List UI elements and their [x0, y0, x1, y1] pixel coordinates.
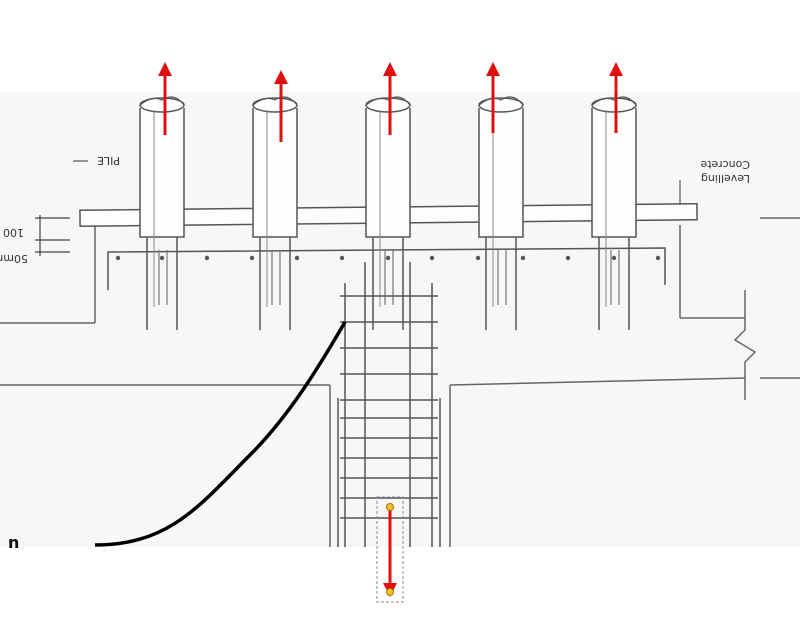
- rebar-dot: [159, 255, 165, 261]
- slab-outline: [0, 217, 800, 547]
- pile-label: PILE: [73, 154, 120, 167]
- rebar-dot: [655, 255, 661, 261]
- selection-box: [376, 496, 404, 603]
- levelling-concrete-label: Levelling Concrete: [700, 158, 750, 185]
- uplift-arrow: [383, 62, 397, 135]
- svg-text:PILE: PILE: [97, 154, 120, 167]
- rebar-dot: [294, 255, 300, 261]
- arrow-head: [383, 62, 397, 76]
- stress-curve: [94, 321, 347, 547]
- pile: [591, 96, 637, 330]
- rebar-dots: [115, 255, 661, 261]
- column-cage: [337, 262, 441, 547]
- rebar-dot: [204, 255, 210, 261]
- handle-bottom[interactable]: [386, 588, 394, 596]
- rebar-dot: [115, 255, 121, 261]
- cap-reinforcement: [107, 247, 666, 290]
- uplift-arrow: [274, 70, 288, 142]
- rebar-dot: [611, 255, 617, 261]
- uplift-arrow: [486, 62, 500, 133]
- pile: [478, 96, 524, 330]
- rebar-dot: [520, 255, 526, 261]
- rebar-dot: [339, 255, 345, 261]
- downward-load-arrow[interactable]: [376, 496, 404, 603]
- svg-text:100: 100: [3, 226, 24, 239]
- arrow-head: [158, 62, 172, 76]
- dim-text-top: 100: [3, 226, 24, 239]
- arrow-head: [609, 62, 623, 76]
- handle-top[interactable]: [386, 503, 394, 511]
- svg-text:Concrete: Concrete: [700, 158, 750, 171]
- arrow-head: [274, 70, 288, 84]
- dimension-marks: [35, 215, 70, 256]
- uplift-arrow: [158, 62, 172, 135]
- edge-letter: n: [8, 533, 19, 552]
- uplift-arrow: [609, 62, 623, 133]
- svg-text:50mm: 50mm: [0, 252, 28, 265]
- rebar-dot: [249, 255, 255, 261]
- pile: [139, 96, 185, 330]
- rebar-dot: [429, 255, 435, 261]
- pile: [252, 96, 298, 330]
- rebar-dot: [385, 255, 391, 261]
- rebar-dot: [475, 255, 481, 261]
- dim-text-bottom: 50mm: [0, 252, 28, 265]
- svg-text:Levelling: Levelling: [701, 172, 750, 185]
- uplift-arrows: [158, 62, 623, 142]
- rebar-dot: [565, 255, 571, 261]
- arrow-head: [486, 62, 500, 76]
- break-symbol: [733, 290, 757, 400]
- column-ties: [340, 295, 438, 519]
